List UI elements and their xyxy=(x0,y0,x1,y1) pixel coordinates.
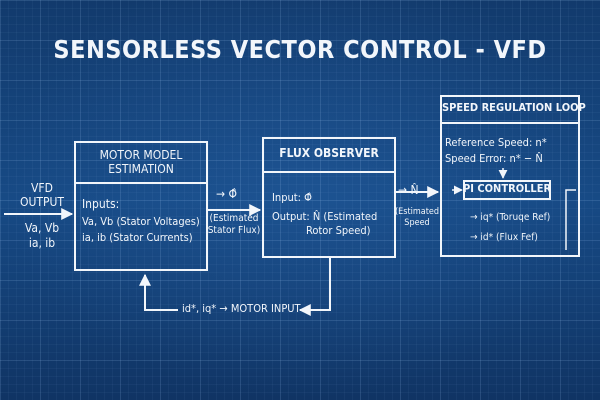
pi-controller-label: PI CONTROLLER xyxy=(463,182,552,195)
flux-reference-output: → id* (Flux Fef) xyxy=(470,232,538,243)
speed-loop-header-divider xyxy=(441,96,579,124)
speed-error-label: Speed Error: n* − N̂ xyxy=(445,152,543,165)
vfd-output-currents: ia, ib xyxy=(28,236,56,250)
motor-model-box xyxy=(74,141,208,271)
motor-model-title-line2: ESTIMATION xyxy=(108,162,174,176)
vfd-output-voltages: Va, Vb xyxy=(24,221,60,235)
flux-observer-output-line2: Rotor Speed) xyxy=(306,224,371,237)
estimated-flux-caption-line2: Stator Flux) xyxy=(207,225,261,236)
flux-observer-box xyxy=(262,137,396,258)
estimated-flux-caption-line1: (Estimated xyxy=(209,213,259,224)
pi-controller-box xyxy=(463,180,551,200)
flux-observer-header-divider xyxy=(263,138,395,173)
torque-reference-output: → iq* (Toruqe Ref) xyxy=(470,212,551,223)
estimated-speed-caption-line1: (Estimated xyxy=(394,207,440,217)
motor-model-input-voltages: Va, Vb (Stator Voltages) xyxy=(82,215,200,228)
flux-observer-output-line1: Output: N̂ (Estimated xyxy=(272,210,378,223)
vfd-output-label-line1: VFD xyxy=(31,181,53,195)
feedback-left-wire xyxy=(139,273,178,311)
diagram-title: SENSORLESS VECTOR CONTROL - VFD xyxy=(53,35,547,64)
feedback-right-wire xyxy=(298,258,331,316)
estimated-speed-symbol: → N̂ xyxy=(398,183,419,197)
speed-regulation-loop-box xyxy=(440,95,580,257)
flux-observer-title: FLUX OBSERVER xyxy=(279,146,379,160)
motor-model-inputs-label: Inputs: xyxy=(82,197,120,211)
estimated-speed-caption-line2: Speed xyxy=(404,218,430,228)
flux-observer-input: Input: Φ̂ xyxy=(272,191,312,204)
motor-model-title-line1: MOTOR MODEL xyxy=(99,148,183,162)
motor-model-header-divider xyxy=(75,142,207,184)
pi-output-bracket xyxy=(565,189,576,250)
estimated-flux-symbol: → Φ̂ xyxy=(216,187,237,201)
speed-loop-title: SPEED REGULATION LOOP xyxy=(442,101,586,114)
vfd-output-label-line2: OUTPUT xyxy=(20,195,64,209)
motor-model-input-currents: ia, ib (Stator Currents) xyxy=(82,231,193,244)
reference-speed-label: Reference Speed: n* xyxy=(445,136,547,149)
motor-input-feedback-label: id*, iq* → MOTOR INPUT xyxy=(182,302,301,315)
